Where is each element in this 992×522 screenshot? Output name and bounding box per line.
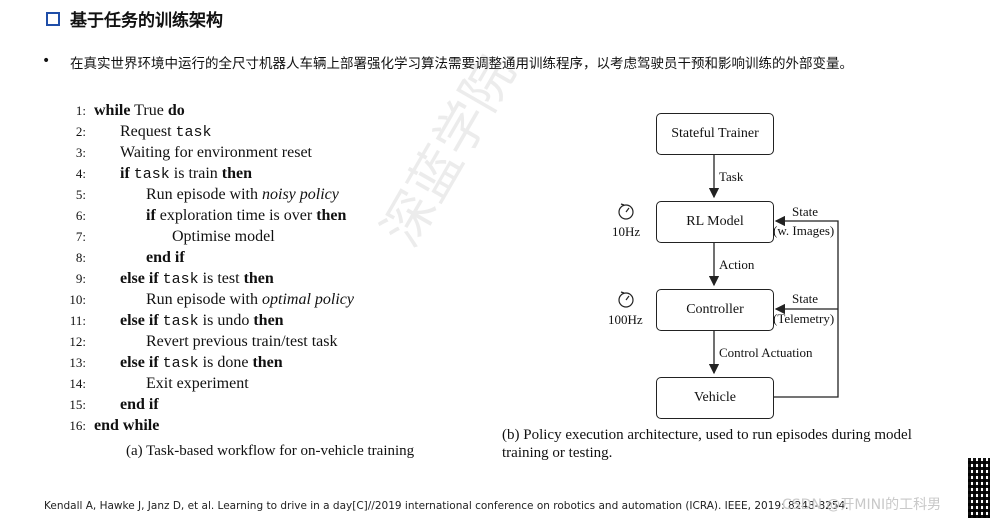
line-number: 2: xyxy=(75,124,86,139)
algorithm-code: Request task xyxy=(120,123,212,141)
line-number: 16: xyxy=(69,418,86,433)
algorithm-code: end if xyxy=(120,396,159,413)
algorithm-code: Run episode with optimal policy xyxy=(146,291,354,308)
edge-label-task: Task xyxy=(719,169,744,184)
line-number: 6: xyxy=(75,208,86,223)
line-number: 12: xyxy=(69,334,86,349)
citation: Kendall A, Hawke J, Janz D, et al. Learn… xyxy=(44,500,849,512)
line-number: 9: xyxy=(75,271,86,286)
bullet-text: 在真实世界环境中运行的全尺寸机器人车辆上部署强化学习算法需要调整通用训练程序，以… xyxy=(70,56,853,72)
algorithm-code: if exploration time is over then xyxy=(146,207,347,224)
edge-label-state-images-2: (w. Images) xyxy=(773,223,835,238)
page-title: 基于任务的训练架构 xyxy=(70,11,223,31)
algorithm-code: Optimise model xyxy=(172,228,275,245)
watermark: 深蓝学院 xyxy=(371,46,528,257)
rate-rl-model: 10Hz xyxy=(612,224,641,239)
algorithm-code: while True do xyxy=(94,102,185,119)
edge-label-action: Action xyxy=(719,257,755,272)
algorithm-code: Exit experiment xyxy=(146,375,249,392)
algorithm-code: Run episode with noisy policy xyxy=(146,186,339,203)
algorithm-code: else if task is test then xyxy=(120,270,274,288)
line-number: 15: xyxy=(69,397,86,412)
edge-label-state-telemetry-2: (Telemetry) xyxy=(773,311,835,326)
line-number: 5: xyxy=(75,187,86,202)
section-square-icon xyxy=(46,12,60,26)
node-vehicle: Vehicle xyxy=(656,377,774,419)
csdn-watermark: CSDN @开MINI的工科男 xyxy=(782,497,942,513)
edge-label-state-images-1: State xyxy=(792,204,818,219)
algorithm-code: Waiting for environment reset xyxy=(120,144,312,161)
line-number: 11: xyxy=(69,313,86,328)
line-number: 13: xyxy=(69,355,86,370)
algorithm-code: end while xyxy=(94,417,160,434)
line-number: 10: xyxy=(69,292,86,307)
node-stateful-trainer: Stateful Trainer xyxy=(656,113,774,155)
algorithm-code: end if xyxy=(146,249,185,266)
node-rl-model: RL Model xyxy=(656,201,774,243)
node-controller: Controller xyxy=(656,289,774,331)
algorithm-code: if task is train then xyxy=(120,165,253,183)
architecture-diagram: Stateful Trainer RL Model Controller Veh… xyxy=(600,100,860,430)
line-number: 8: xyxy=(75,250,86,265)
algorithm-code: Revert previous train/test task xyxy=(146,333,338,350)
algorithm-code: else if task is done then xyxy=(120,354,283,372)
edge-label-state-telemetry-1: State xyxy=(792,291,818,306)
clock-icon-rl-model xyxy=(618,203,634,220)
algorithm-code: else if task is undo then xyxy=(120,312,284,330)
line-number: 1: xyxy=(75,103,86,118)
line-number: 14: xyxy=(69,376,86,391)
clock-icon-controller xyxy=(618,291,634,308)
line-number: 3: xyxy=(75,145,86,160)
line-number: 7: xyxy=(75,229,86,244)
diagram-edges xyxy=(618,153,839,398)
rate-controller: 100Hz xyxy=(608,312,643,327)
line-number: 4: xyxy=(75,166,86,181)
bullet-dot-icon: • xyxy=(42,53,51,69)
caption-b: (b) Policy execution architecture, used … xyxy=(502,427,912,461)
caption-a: (a) Task-based workflow for on-vehicle t… xyxy=(126,443,415,459)
edge-label-control-actuation: Control Actuation xyxy=(719,345,813,360)
qr-code-icon xyxy=(968,458,990,518)
